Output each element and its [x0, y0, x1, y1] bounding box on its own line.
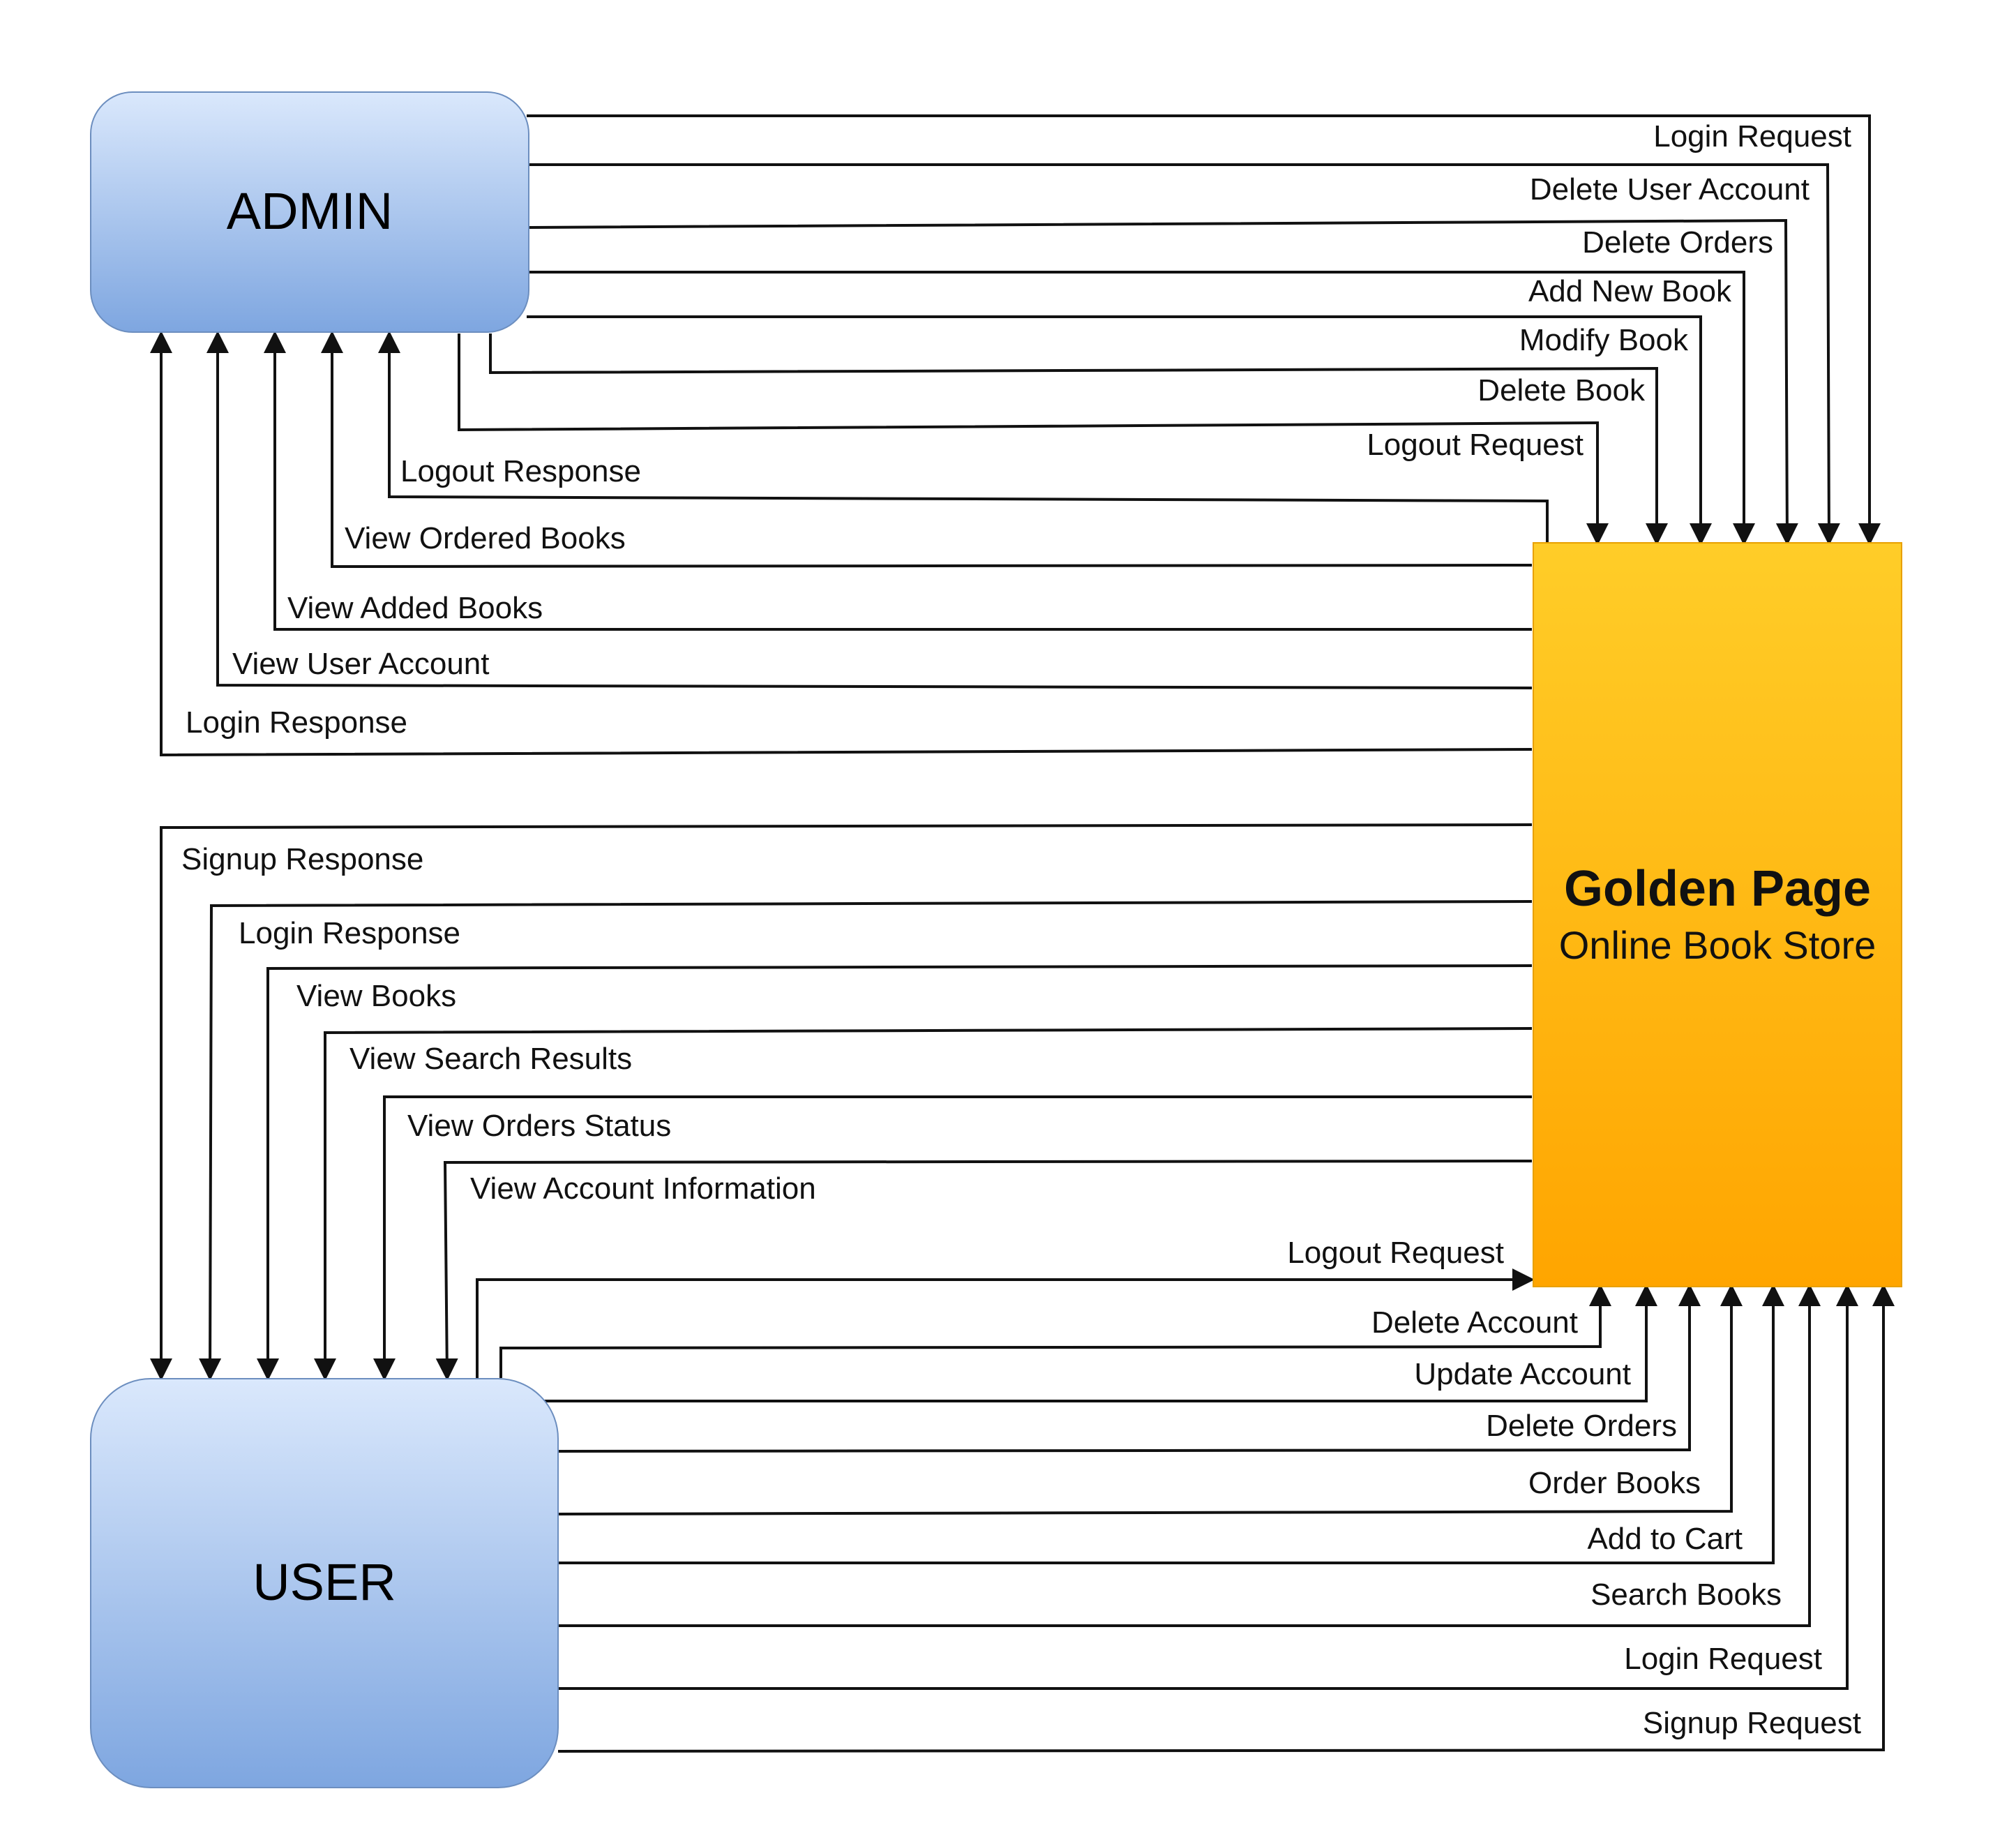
flow-user-logout-request [476, 1268, 1535, 1378]
label-admin-view-ordered-books: View Ordered Books [345, 521, 626, 555]
system-process[interactable]: Golden Page Online Book Store [1533, 542, 1902, 1287]
label-user-search-books: Search Books [1590, 1578, 1782, 1612]
flow-user-delete-orders [557, 1284, 1701, 1453]
label-user-view-search-results: View Search Results [349, 1042, 632, 1076]
flow-user-view-account-information [435, 1160, 1533, 1381]
flow-admin-logout-response [378, 331, 1549, 543]
label-admin-login-request: Login Request [1653, 119, 1851, 154]
flow-admin-view-user-account [206, 331, 1533, 689]
label-user-signup-request: Signup Request [1643, 1706, 1861, 1740]
flow-user-signup-response [150, 823, 1533, 1381]
label-user-view-orders-status: View Orders Status [407, 1109, 671, 1143]
admin-response-labels: Logout Response View Ordered Books View … [186, 454, 641, 740]
flow-admin-delete-book [489, 334, 1668, 546]
flow-user-view-orders-status [373, 1095, 1532, 1381]
label-user-logout-request: Logout Request [1287, 1236, 1504, 1270]
admin-label: ADMIN [227, 182, 393, 240]
label-admin-delete-book: Delete Book [1477, 373, 1646, 407]
user-request-labels: Logout Request Delete Account Update Acc… [1287, 1236, 1861, 1740]
label-user-view-account-information: View Account Information [470, 1171, 816, 1206]
flow-user-login-response [199, 900, 1533, 1381]
label-user-order-books: Order Books [1528, 1466, 1701, 1500]
flow-user-search-books [558, 1284, 1821, 1627]
label-user-signup-response: Signup Response [181, 842, 423, 876]
label-admin-delete-orders: Delete Orders [1582, 225, 1773, 260]
label-admin-add-new-book: Add New Book [1528, 274, 1732, 308]
flow-user-signup-request [557, 1284, 1895, 1753]
label-admin-delete-user-account: Delete User Account [1530, 172, 1810, 207]
admin-request-labels: Login Request Delete User Account Delete… [1367, 119, 1851, 462]
flow-user-add-to-cart [558, 1284, 1784, 1564]
admin-entity[interactable]: ADMIN [90, 91, 529, 333]
user-label: USER [253, 1553, 396, 1611]
label-admin-view-added-books: View Added Books [287, 591, 543, 625]
flow-admin-delete-user-account [527, 163, 1840, 546]
label-user-add-to-cart: Add to Cart [1587, 1522, 1743, 1556]
user-response-labels: Signup Response Login Response View Book… [181, 842, 816, 1206]
flow-admin-add-new-book [527, 271, 1755, 546]
flow-user-login-request [558, 1284, 1858, 1690]
label-user-update-account: Update Account [1414, 1357, 1631, 1391]
label-user-login-response: Login Response [239, 916, 460, 950]
flow-user-order-books [557, 1284, 1743, 1515]
label-admin-modify-book: Modify Book [1519, 323, 1689, 357]
user-entity[interactable]: USER [90, 1378, 559, 1788]
flow-admin-logout-request [458, 334, 1609, 546]
flow-admin-login-request [527, 114, 1881, 546]
flow-admin-login-response [150, 331, 1533, 757]
flow-admin-view-ordered-books [321, 331, 1533, 569]
flow-admin-modify-book [527, 315, 1712, 546]
flow-user-view-books [257, 964, 1533, 1381]
label-admin-view-user-account: View User Account [232, 647, 489, 681]
label-user-view-books: View Books [296, 979, 456, 1013]
flow-user-delete-account [499, 1284, 1611, 1378]
data-flows [150, 114, 1895, 1753]
flow-admin-view-added-books [264, 331, 1532, 631]
label-user-delete-account: Delete Account [1371, 1305, 1578, 1340]
label-user-login-request: Login Request [1624, 1642, 1822, 1676]
flow-user-view-search-results [314, 1027, 1533, 1381]
label-user-delete-orders: Delete Orders [1486, 1409, 1677, 1443]
system-title: Golden Page [1564, 861, 1871, 917]
flow-user-update-account [527, 1284, 1657, 1402]
system-subtitle: Online Book Store [1559, 923, 1876, 967]
flow-admin-delete-orders [526, 218, 1798, 546]
label-admin-login-response: Login Response [186, 705, 407, 740]
label-admin-logout-response: Logout Response [400, 454, 641, 488]
label-admin-logout-request: Logout Request [1367, 428, 1584, 462]
